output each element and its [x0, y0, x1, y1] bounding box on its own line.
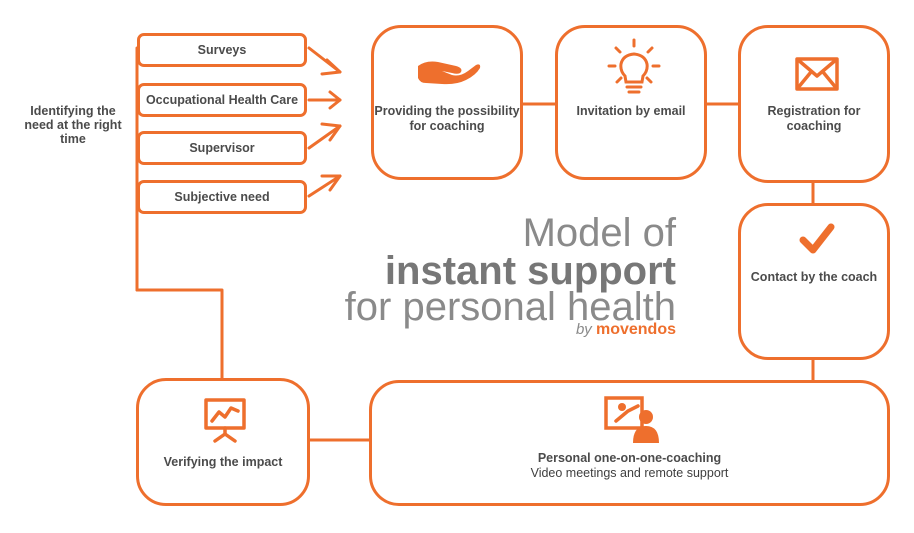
lightbulb-icon: [607, 38, 661, 94]
hand-icon: [418, 61, 481, 85]
by-label: by: [575, 321, 592, 338]
step-invitation-label: Invitation by email: [576, 104, 686, 118]
step-verify-label: Verifying the impact: [163, 455, 283, 469]
title-line-3: for personal health: [344, 285, 676, 329]
brand-credit: by movendos: [576, 321, 676, 339]
source-supervisor: Supervisor: [137, 131, 307, 165]
checkmark-icon: [799, 223, 835, 254]
brand-logo-text: movendos: [595, 321, 676, 338]
step-personal-coaching: Personal one-on-one-coaching Video meeti…: [369, 380, 890, 506]
source-subjective-need: Subjective need: [137, 180, 307, 214]
step-providing-label: Providing the possibility for coaching: [374, 104, 520, 133]
source-surveys: Surveys: [137, 33, 307, 67]
step-contact: Contact by the coach: [738, 203, 890, 360]
step-registration-label: Registration for coaching: [767, 104, 861, 133]
step-providing-possibility: Providing the possibility for coaching: [371, 25, 523, 180]
chart-board-icon: [204, 398, 246, 443]
step-registration: Registration for coaching: [738, 25, 890, 183]
step-invitation: Invitation by email: [555, 25, 707, 180]
step-verify-impact: Verifying the impact: [136, 378, 310, 506]
step-coaching-subtitle: Video meetings and remote support: [530, 466, 729, 480]
step-contact-label: Contact by the coach: [750, 270, 878, 284]
identify-need-label: Identifying the need at the right time: [24, 104, 122, 146]
title-line-2: instant support: [384, 249, 676, 293]
title-line-1: Model of: [522, 211, 676, 255]
presenter-icon: [604, 396, 659, 443]
step-coaching-title: Personal one-on-one-coaching: [537, 451, 722, 465]
envelope-icon: [795, 57, 839, 91]
source-occupational-health-care: Occupational Health Care: [137, 83, 307, 117]
